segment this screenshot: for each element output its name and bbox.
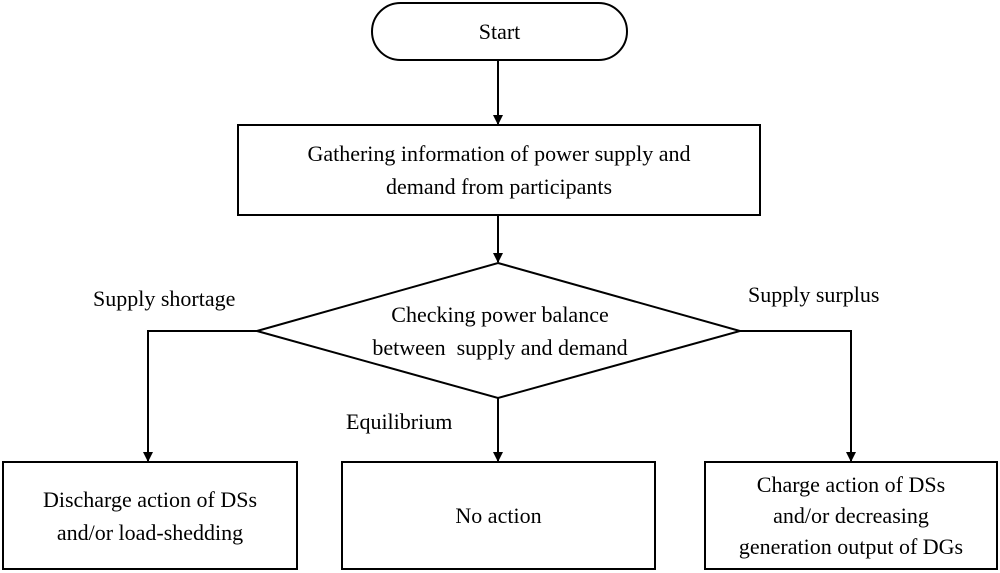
no-action-label: No action	[342, 462, 655, 569]
no-action-process-box	[341, 461, 656, 570]
check-label: Checking power balance between supply an…	[300, 298, 700, 364]
discharge-label-line: Discharge action of DSs	[42, 486, 258, 512]
arrow-check-to-discharge	[143, 330, 257, 462]
gather-label-line: demand from participants	[385, 174, 613, 199]
gather-label-line: Gathering information of power supply an…	[307, 141, 691, 166]
arrow-check-to-charge	[740, 330, 856, 462]
gather-label: Gathering information of power supply an…	[238, 125, 760, 215]
equilibrium-label: Equilibrium	[346, 409, 453, 434]
start-label-line: Start	[478, 19, 521, 44]
no-action-label-line: No action	[455, 503, 542, 528]
check-label-line: between supply and demand	[372, 335, 628, 360]
start-terminal	[371, 2, 628, 61]
discharge-label-line: and/or load-shedding	[56, 519, 244, 545]
start-label: Start	[372, 3, 627, 60]
supply-shortage-label: Supply shortage	[93, 286, 236, 311]
charge-label-line: generation output of DGs	[738, 534, 964, 559]
discharge-label: Discharge action of DSs and/or load-shed…	[3, 462, 297, 569]
check-label-line: Checking power balance	[391, 302, 609, 327]
gather-process-box	[237, 124, 761, 216]
supply-surplus-label: Supply surplus	[748, 282, 880, 307]
charge-label-line: and/or decreasing	[773, 503, 929, 528]
charge-label-line: Charge action of DSs	[756, 472, 946, 497]
charge-process-box	[704, 461, 998, 570]
charge-label: Charge action of DSs and/or decreasing g…	[705, 462, 997, 569]
discharge-process-box	[2, 461, 298, 570]
